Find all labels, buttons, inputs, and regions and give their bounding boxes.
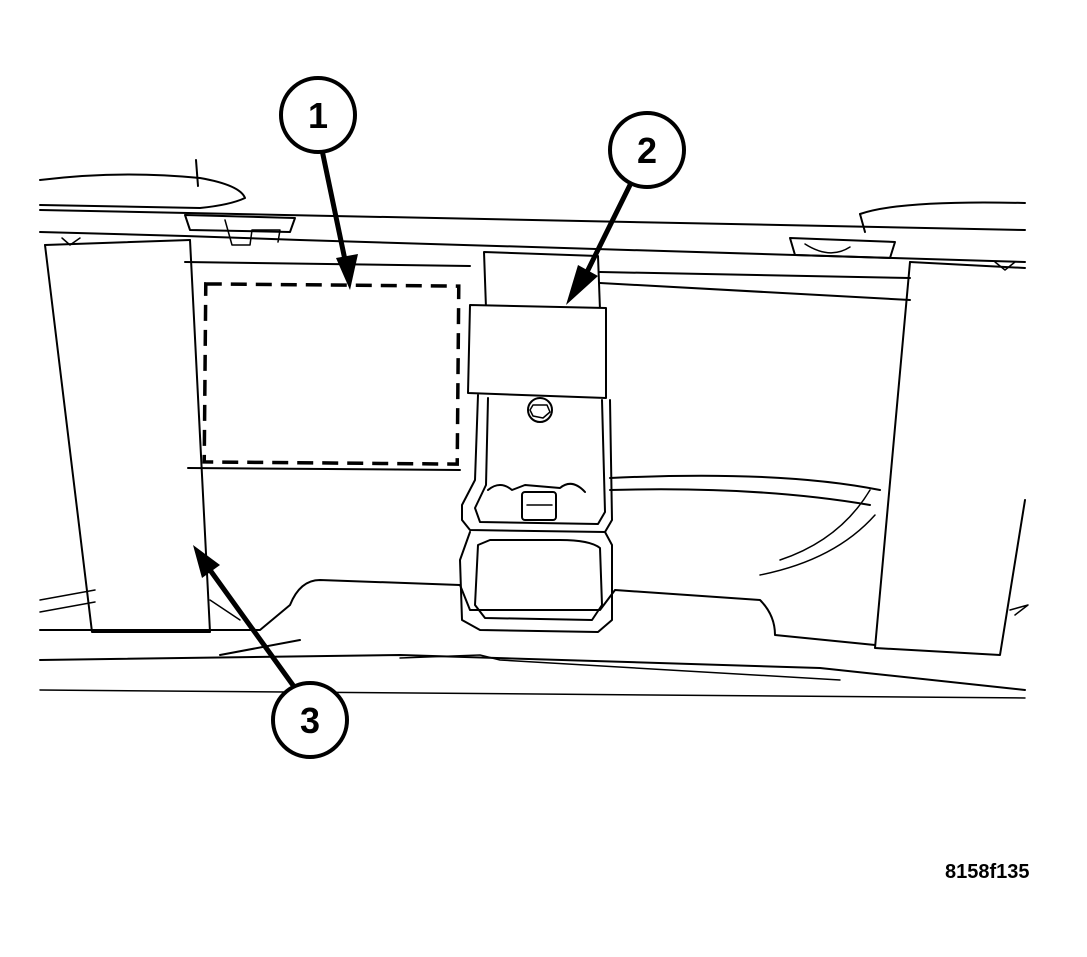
callout-3: 3 xyxy=(271,681,349,759)
callout-leaders xyxy=(193,147,633,691)
callout-1-label: 1 xyxy=(308,95,328,136)
lower-sill xyxy=(39,579,1026,699)
back-panel xyxy=(184,261,911,576)
nut-icon xyxy=(521,491,557,521)
dashed-component-outline xyxy=(202,282,461,466)
figure-id: 8158f135 xyxy=(945,861,1030,883)
right-pillar xyxy=(874,261,1029,656)
roof-header-panel xyxy=(39,159,1026,271)
arrowhead-2-icon xyxy=(566,265,598,305)
bracket-assembly xyxy=(459,251,613,633)
callout-2-label: 2 xyxy=(637,130,657,171)
callout-1: 1 xyxy=(279,76,357,154)
callout-3-label: 3 xyxy=(300,700,320,741)
callout-2: 2 xyxy=(608,111,686,189)
arrowhead-3-icon xyxy=(193,545,220,578)
arrowhead-1-icon xyxy=(336,254,358,290)
left-pillar xyxy=(44,239,211,633)
